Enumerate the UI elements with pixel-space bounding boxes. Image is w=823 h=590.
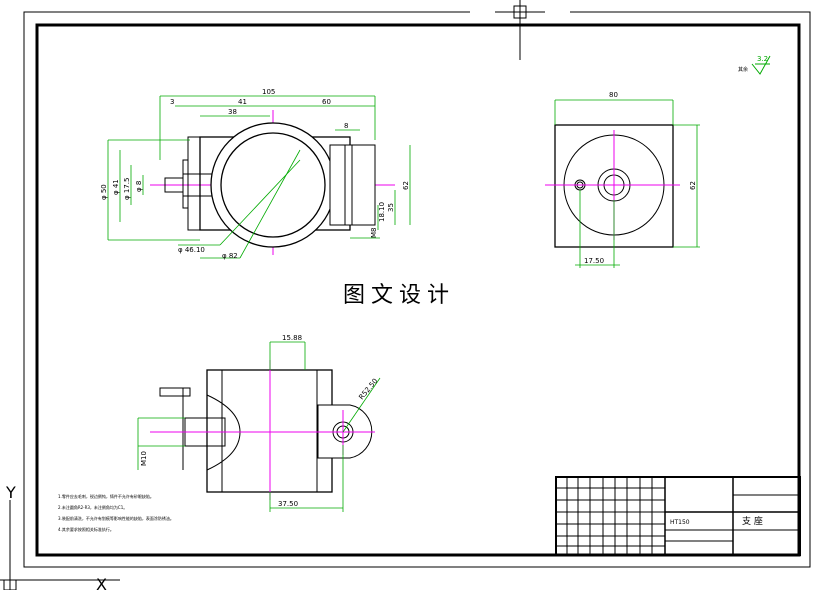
note-3: 3.装配前清洗，不允许有划痕等影响性能的缺陷，表面涂防锈油。 (58, 515, 174, 521)
dim-38: 38 (228, 108, 237, 116)
dim-m8: M8 (370, 228, 378, 239)
dim-80: 80 (609, 91, 618, 99)
cursor-crosshair (495, 0, 545, 60)
x-axis-label: X (96, 575, 107, 590)
overlay-title: 图文设计 (343, 283, 455, 308)
dim-62: 62 (402, 181, 410, 190)
dim-m10: M10 (140, 451, 148, 466)
top-view: 15.88 R52.50 M10 37.50 (137, 334, 381, 512)
svg-text:其余: 其余 (738, 66, 748, 73)
y-axis-label: Y (5, 483, 16, 502)
dim-3: 3 (170, 98, 174, 106)
roughness-value: 3.2 (757, 55, 768, 63)
dim-phi17-5: φ 17.5 (123, 178, 131, 200)
dim-r52-50: R52.50 (357, 377, 379, 401)
dim-37-50: 37.50 (278, 500, 298, 508)
dim-18-10: 18.10 (378, 202, 386, 222)
dim-15-88: 15.88 (282, 334, 302, 342)
dim-17-50: 17.50 (584, 257, 604, 265)
dim-phi50: φ 50 (100, 184, 108, 200)
roughness-symbol: 3.2 其余 (738, 55, 771, 75)
dim-phi82: φ 82 (222, 252, 238, 260)
ucs-axis-icon: Y X (0, 483, 120, 590)
dim-60: 60 (322, 98, 331, 106)
outer-border (23, 11, 811, 568)
dim-62-side: 62 (689, 181, 697, 190)
inner-frame (35, 23, 801, 557)
material-code: HT150 (670, 519, 690, 526)
drawing-name: 支 座 (742, 515, 763, 527)
note-4: 4.其余要求按照相关标准执行。 (58, 526, 114, 532)
dim-phi41: φ 41 (112, 179, 120, 195)
dim-41: 41 (238, 98, 247, 106)
note-1: 1.零件应去毛刺，锐边倒钝，铸件不允许有砂眼缺陷。 (58, 493, 154, 499)
dim-phi8: φ 8 (135, 181, 143, 192)
dim-105: 105 (262, 88, 275, 96)
front-view: 105 41 60 3 38 8 φ 50 φ 41 φ 17.5 φ 8 62… (100, 88, 411, 260)
title-block: HT150 支 座 (555, 476, 801, 556)
side-view: 80 62 17.50 (545, 91, 700, 268)
note-2: 2.未注圆角R2-R3，未注倒角均为C1。 (58, 504, 127, 510)
dim-8: 8 (344, 122, 348, 130)
dim-phi46: φ 46.10 (178, 246, 205, 254)
technical-notes: 1.零件应去毛刺，锐边倒钝，铸件不允许有砂眼缺陷。 2.未注圆角R2-R3，未注… (58, 493, 174, 532)
dim-35: 35 (387, 203, 395, 212)
